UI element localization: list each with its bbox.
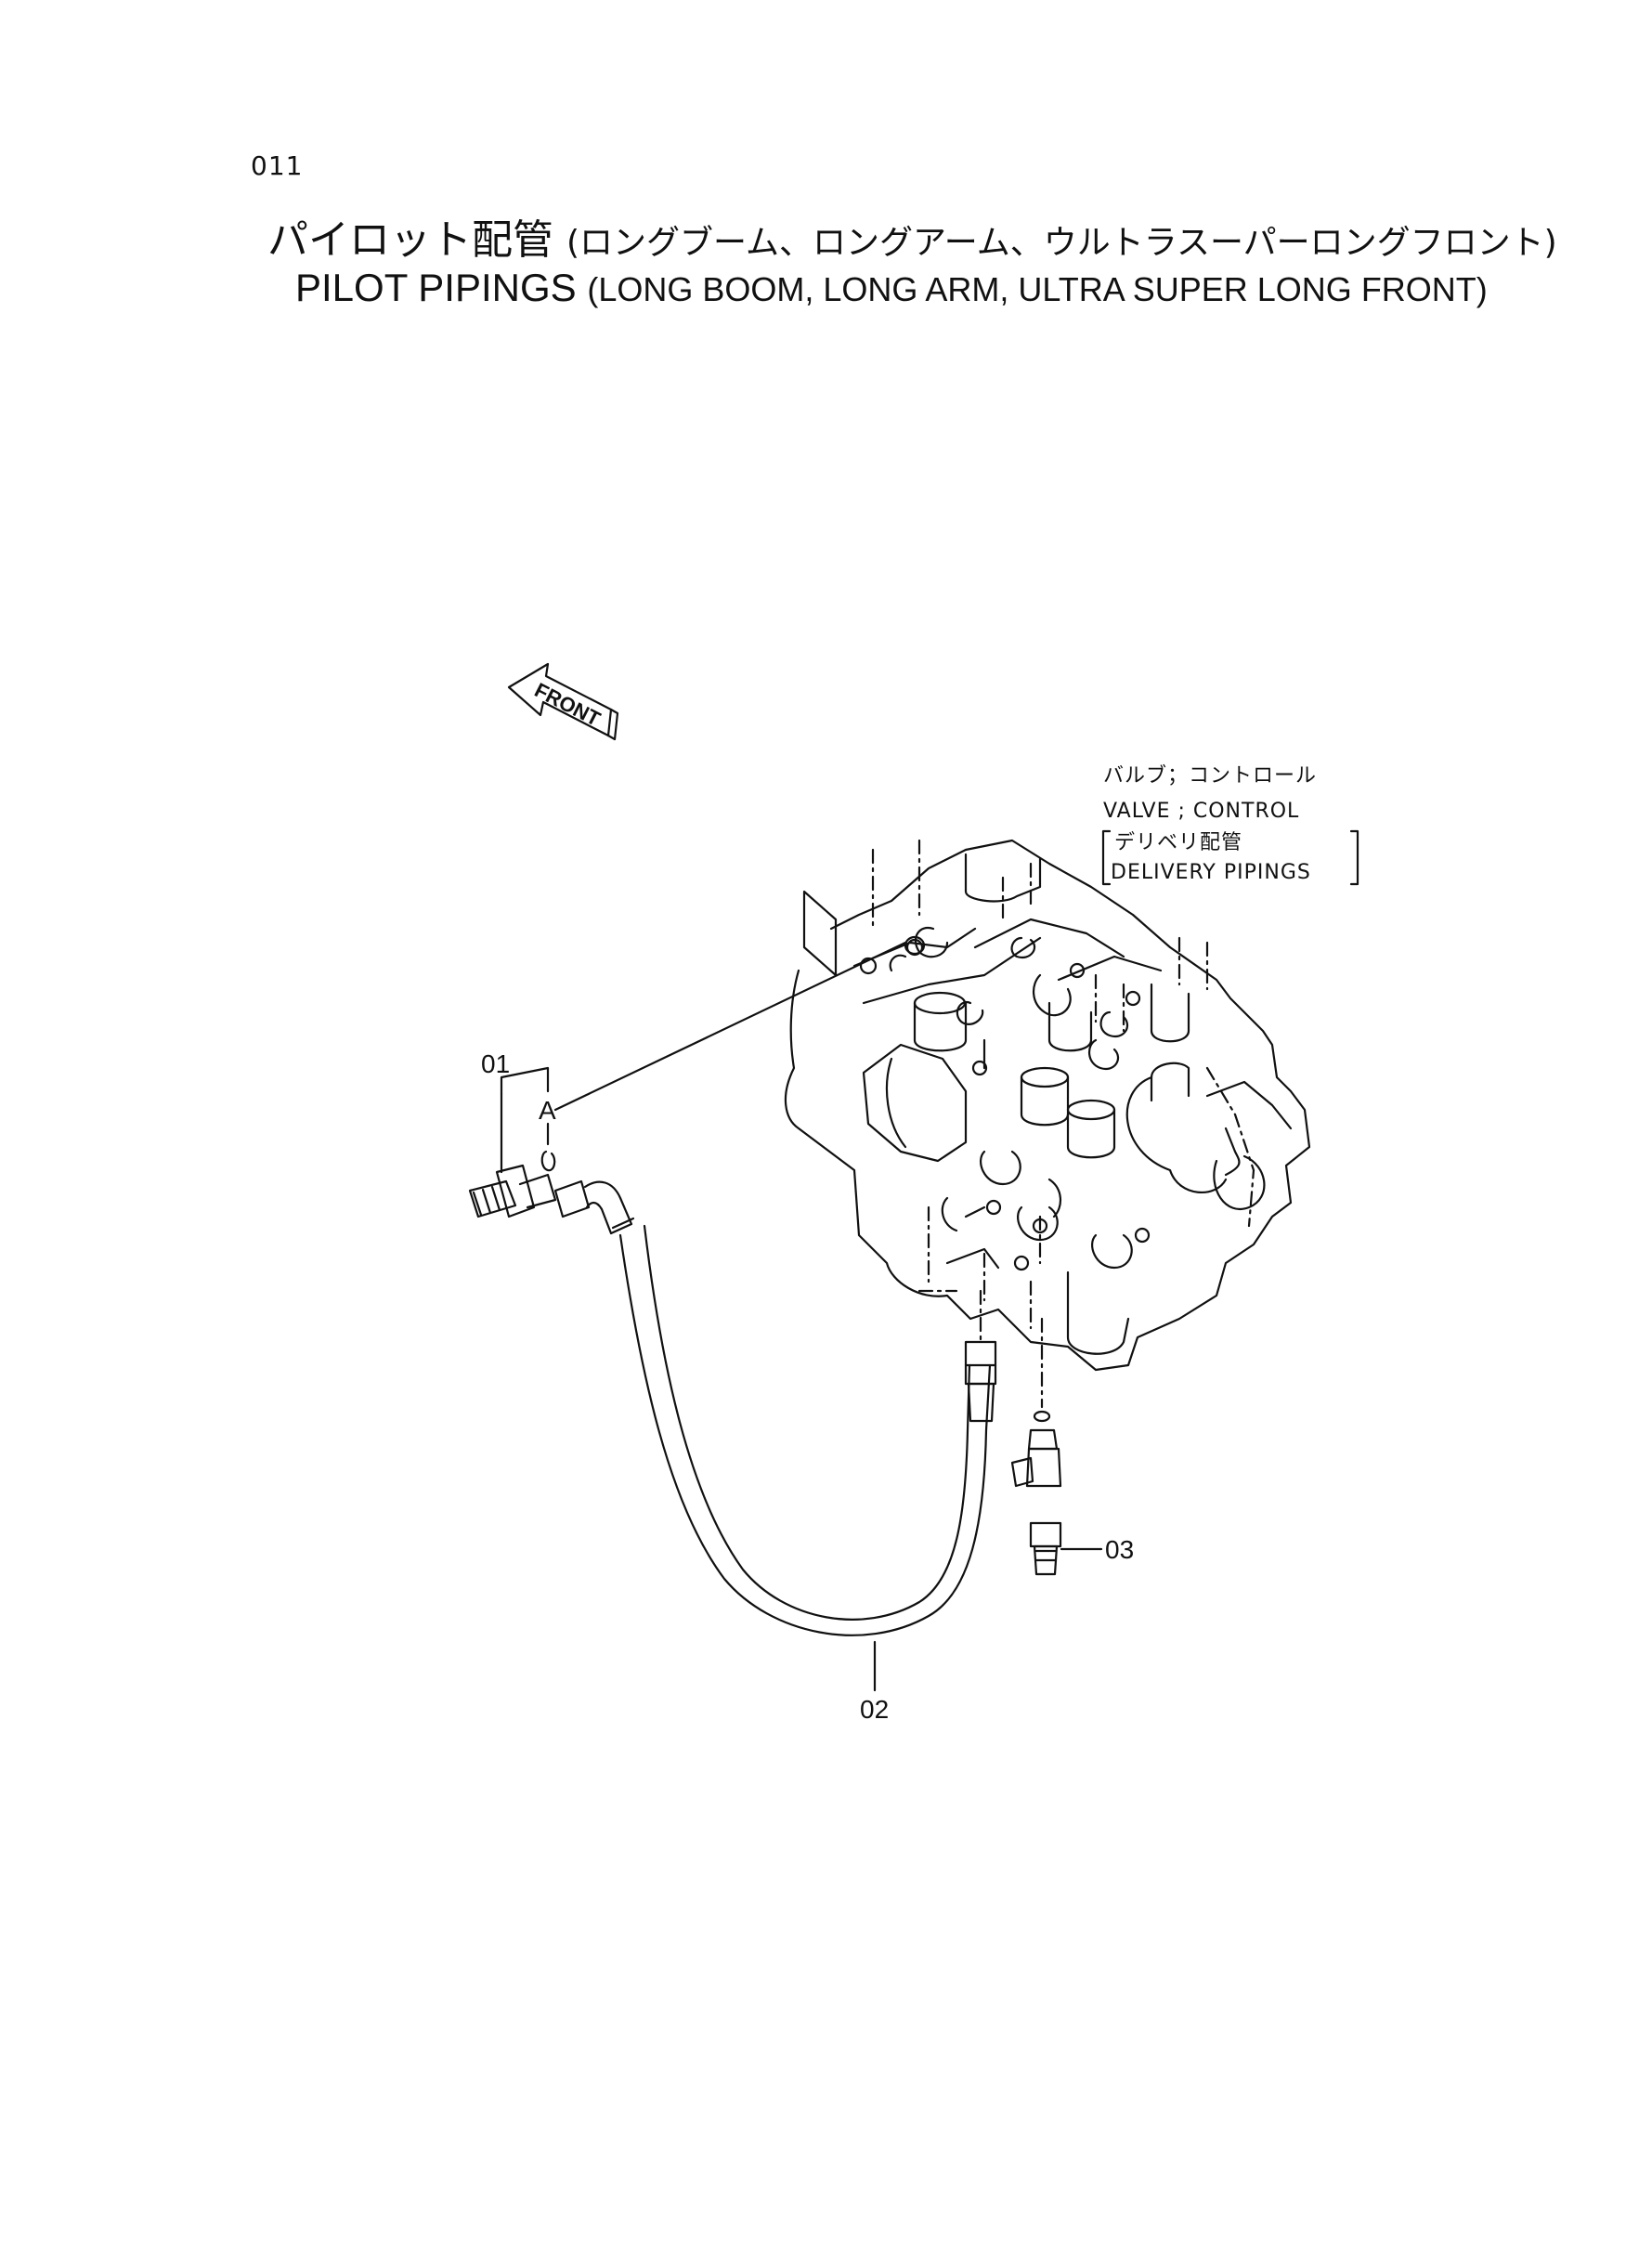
title-jp-sub: (ロングブーム、ロングアーム、ウルトラスーパーロングフロント) bbox=[566, 224, 1557, 262]
callout-02: 02 bbox=[860, 1695, 889, 1724]
port-a-leader-line bbox=[553, 941, 907, 1112]
valve-label-en: VALVE ; CONTROL bbox=[1103, 800, 1299, 823]
title-japanese: パイロット配管 (ロングブーム、ロングアーム、ウルトラスーパーロングフロント) bbox=[267, 206, 1557, 266]
callout-01: 01 bbox=[481, 1049, 510, 1078]
valve-label-jp: バルブ；コントロール bbox=[1103, 764, 1317, 788]
callout-a: A bbox=[539, 1096, 556, 1125]
plug-03 bbox=[1029, 1521, 1062, 1576]
lower-o-ring bbox=[1033, 1410, 1051, 1423]
callout-01-bracket bbox=[500, 1066, 550, 1096]
hose-assembly-02 bbox=[553, 1179, 997, 1636]
page-number: 011 bbox=[251, 150, 304, 181]
title-jp-main: パイロット配管 bbox=[267, 216, 553, 264]
delivery-label-jp: デリベリ配管 bbox=[1114, 831, 1242, 854]
title-en-sub: (LONG BOOM, LONG ARM, ULTRA SUPER LONG F… bbox=[587, 270, 1488, 308]
tee-fitting-01 bbox=[468, 1164, 557, 1218]
callout-03: 03 bbox=[1105, 1535, 1134, 1564]
title-english: PILOT PIPINGS (LONG BOOM, LONG ARM, ULTR… bbox=[295, 266, 1488, 310]
control-valve-block bbox=[784, 839, 1311, 1372]
title-en-main: PILOT PIPINGS bbox=[295, 266, 577, 309]
o-ring-a bbox=[540, 1150, 556, 1172]
delivery-label-bracket bbox=[1101, 829, 1359, 886]
delivery-label-en: DELIVERY PIPINGS bbox=[1111, 861, 1311, 884]
valve-port bbox=[904, 935, 926, 956]
lower-tee-fitting bbox=[1010, 1428, 1062, 1488]
front-arrow-icon bbox=[507, 662, 619, 741]
